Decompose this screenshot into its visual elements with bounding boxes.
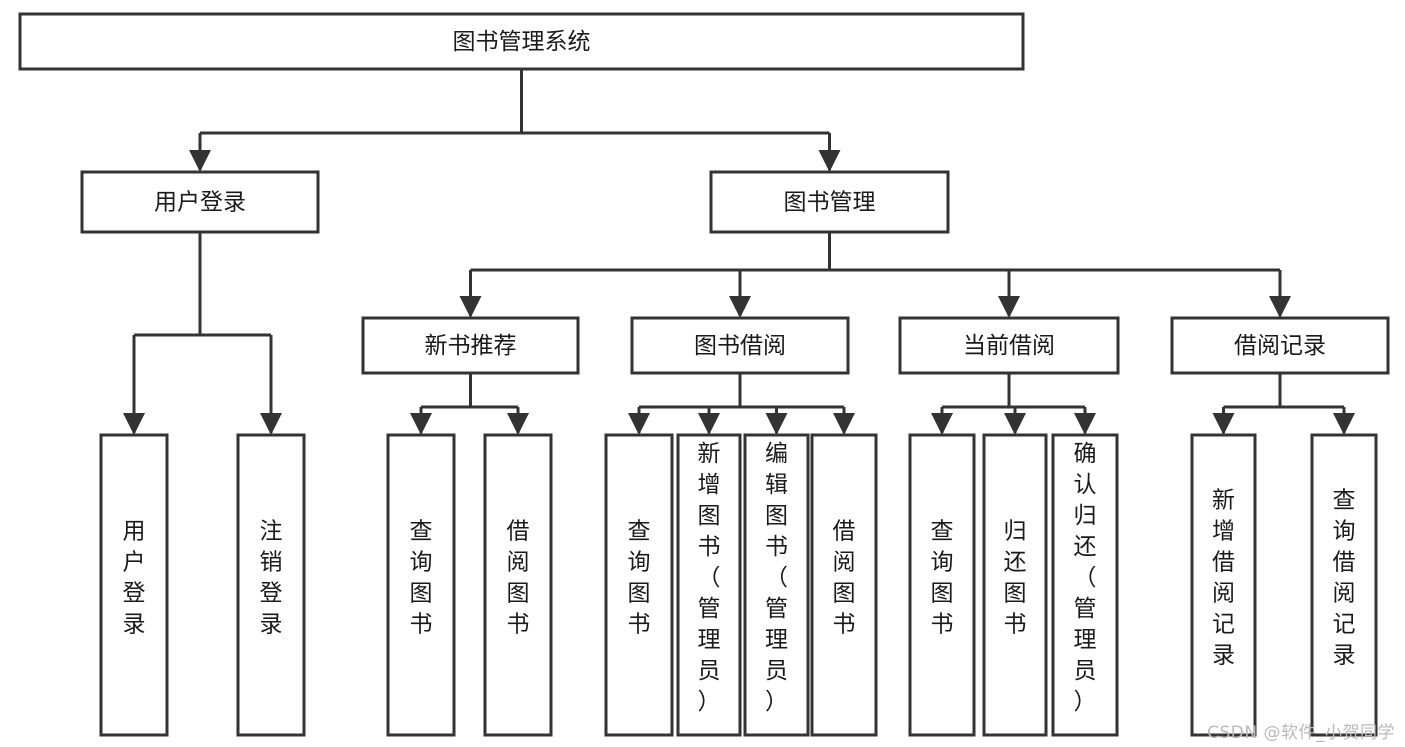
node-box-book-borrow[interactable]	[630, 316, 850, 375]
arrow-head-icon	[507, 413, 529, 435]
node-box-leaf-borrow-book[interactable]	[810, 433, 878, 737]
node-leaf-borrow-book[interactable]: 借阅图书	[810, 433, 878, 737]
node-label-leaf-borrow-book: 借阅图书	[833, 519, 856, 638]
node-book-management[interactable]: 图书管理	[709, 170, 950, 234]
node-box-root[interactable]	[18, 12, 1025, 71]
node-book-borrow[interactable]: 图书借阅	[630, 316, 850, 375]
node-box-leaf-query-book-borrow[interactable]	[604, 433, 674, 737]
edge-group-current-borrow	[931, 373, 1096, 435]
node-layer: 图书管理系统用户登录图书管理新书推荐图书借阅当前借阅借阅记录用户登录注销登录查询…	[18, 12, 1390, 737]
node-label-leaf-user-login: 用户登录	[123, 519, 146, 638]
arrow-head-icon	[410, 413, 432, 435]
node-box-leaf-borrow-book-rec[interactable]	[483, 433, 553, 737]
node-box-leaf-query-borrow-record[interactable]	[1310, 433, 1378, 737]
arrow-head-icon	[1333, 413, 1355, 435]
node-label-leaf-add-book-admin: 新增图书（管理员）	[698, 441, 721, 715]
node-new-book-recommend[interactable]: 新书推荐	[361, 316, 580, 375]
arrow-head-icon	[1212, 413, 1235, 435]
arrow-head-icon	[698, 413, 720, 435]
arrow-head-icon	[628, 413, 650, 435]
arrow-head-icon	[260, 413, 282, 435]
node-leaf-user-login[interactable]: 用户登录	[99, 433, 169, 737]
arrow-head-icon	[765, 413, 788, 435]
node-box-leaf-return-book[interactable]	[982, 433, 1048, 737]
node-label-leaf-query-book-rec: 查询图书	[410, 519, 433, 638]
edge-group-user-login	[123, 232, 282, 435]
node-leaf-add-borrow-record[interactable]: 新增借阅记录	[1190, 433, 1257, 737]
arrow-head-icon	[189, 150, 211, 172]
node-label-book-borrow: 图书借阅	[694, 333, 786, 359]
node-label-leaf-add-borrow-record: 新增借阅记录	[1212, 488, 1235, 669]
arrow-head-icon	[1004, 413, 1026, 435]
edge-group-new-book-recommend	[410, 373, 529, 435]
connector-layer	[123, 69, 1355, 435]
node-box-leaf-add-book-admin[interactable]	[676, 433, 742, 737]
arrow-head-icon	[931, 413, 953, 435]
node-label-current-borrow: 当前借阅	[963, 333, 1055, 359]
node-current-borrow[interactable]: 当前借阅	[898, 316, 1120, 375]
node-leaf-query-book-borrow[interactable]: 查询图书	[604, 433, 674, 737]
node-leaf-add-book-admin[interactable]: 新增图书（管理员）	[676, 433, 742, 737]
node-box-leaf-confirm-return-admin[interactable]	[1051, 433, 1119, 737]
node-leaf-return-book[interactable]: 归还图书	[982, 433, 1048, 737]
node-box-leaf-add-borrow-record[interactable]	[1190, 433, 1257, 737]
node-label-leaf-query-book-borrow: 查询图书	[628, 519, 651, 638]
edge-group-book-borrow	[628, 373, 855, 435]
node-leaf-confirm-return-admin[interactable]: 确认归还（管理员）	[1051, 433, 1119, 737]
node-label-leaf-borrow-book-rec: 借阅图书	[507, 519, 530, 638]
node-label-user-login: 用户登录	[154, 190, 246, 216]
node-label-root: 图书管理系统	[453, 29, 591, 55]
node-leaf-edit-book-admin[interactable]: 编辑图书（管理员）	[743, 433, 810, 737]
node-box-new-book-recommend[interactable]	[361, 316, 580, 375]
node-label-leaf-edit-book-admin: 编辑图书（管理员）	[765, 441, 788, 715]
node-label-leaf-confirm-return-admin: 确认归还（管理员）	[1074, 441, 1097, 715]
node-box-leaf-query-book-rec[interactable]	[386, 433, 456, 737]
node-label-leaf-query-borrow-record: 查询借阅记录	[1333, 488, 1356, 669]
node-user-login[interactable]: 用户登录	[80, 170, 320, 234]
arrow-head-icon	[123, 413, 145, 435]
arrow-head-icon	[833, 413, 855, 435]
node-label-borrow-record: 借阅记录	[1234, 333, 1326, 359]
node-borrow-record[interactable]: 借阅记录	[1170, 316, 1390, 375]
node-leaf-query-book-cur[interactable]: 查询图书	[908, 433, 976, 737]
node-leaf-borrow-book-rec[interactable]: 借阅图书	[483, 433, 553, 737]
arrow-head-icon	[998, 296, 1020, 318]
node-label-leaf-logout: 注销登录	[260, 519, 283, 638]
node-box-book-management[interactable]	[709, 170, 950, 234]
edge-group-book-management	[459, 232, 1291, 318]
arrow-head-icon	[459, 296, 482, 318]
arrow-head-icon	[818, 150, 841, 172]
node-label-book-management: 图书管理	[784, 190, 876, 216]
node-box-user-login[interactable]	[80, 170, 320, 234]
node-label-new-book-recommend: 新书推荐	[425, 333, 517, 359]
edge-group-root	[189, 69, 841, 172]
arrow-head-icon	[729, 296, 751, 318]
node-leaf-query-borrow-record[interactable]: 查询借阅记录	[1310, 433, 1378, 737]
node-box-leaf-user-login[interactable]	[99, 433, 169, 737]
edge-group-borrow-record	[1212, 373, 1355, 435]
node-box-leaf-query-book-cur[interactable]	[908, 433, 976, 737]
node-box-current-borrow[interactable]	[898, 316, 1120, 375]
node-leaf-logout[interactable]: 注销登录	[236, 433, 306, 737]
node-label-leaf-query-book-cur: 查询图书	[931, 519, 954, 638]
node-box-leaf-logout[interactable]	[236, 433, 306, 737]
node-box-borrow-record[interactable]	[1170, 316, 1390, 375]
node-root[interactable]: 图书管理系统	[18, 12, 1025, 71]
arrow-head-icon	[1269, 296, 1291, 318]
node-box-leaf-edit-book-admin[interactable]	[743, 433, 810, 737]
arrow-head-icon	[1074, 413, 1096, 435]
node-leaf-query-book-rec[interactable]: 查询图书	[386, 433, 456, 737]
node-label-leaf-return-book: 归还图书	[1004, 519, 1027, 638]
